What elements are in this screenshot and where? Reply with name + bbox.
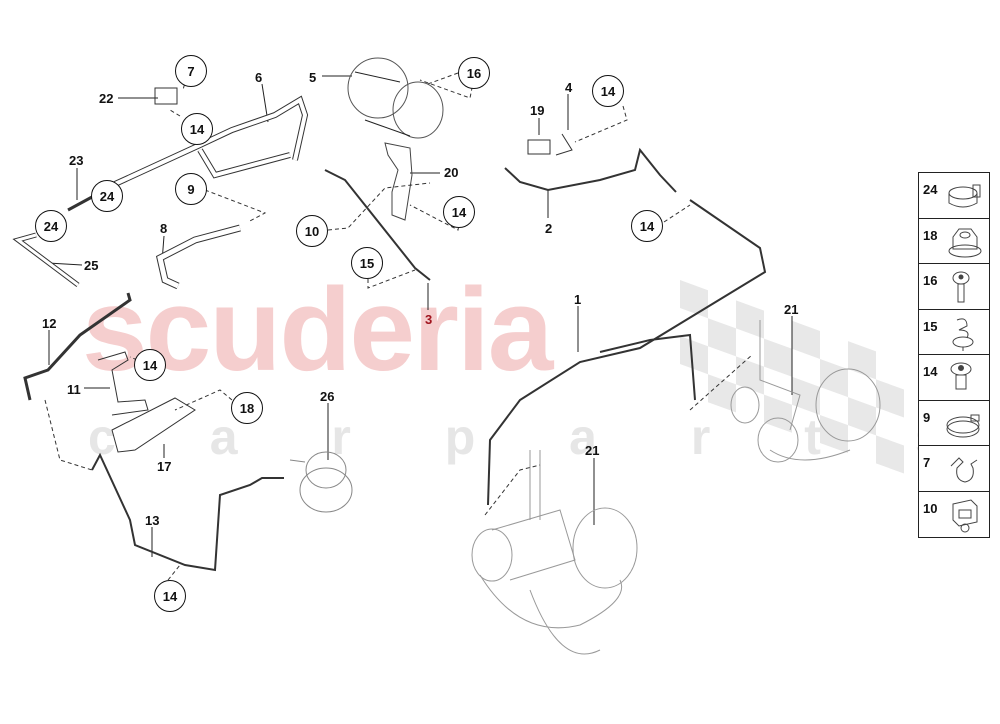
callout-18[interactable]: 18 xyxy=(231,392,263,424)
legend-number: 18 xyxy=(923,227,938,243)
callout-24[interactable]: 24 xyxy=(35,210,67,242)
label-part-6[interactable]: 6 xyxy=(255,70,263,85)
flange-nut-icon xyxy=(948,228,982,257)
push-clip-icon xyxy=(952,498,978,532)
legend-number: 9 xyxy=(923,409,931,425)
label-part-3-highlighted[interactable]: 3 xyxy=(425,312,433,327)
torx-screw-icon xyxy=(950,362,972,390)
label-part-8[interactable]: 8 xyxy=(160,221,168,236)
label-part-11[interactable]: 11 xyxy=(67,382,81,397)
legend-row-14[interactable]: 14 xyxy=(919,355,989,401)
legend-row-24[interactable]: 24 xyxy=(919,173,989,219)
callout-14[interactable]: 14 xyxy=(154,580,186,612)
label-part-5[interactable]: 5 xyxy=(309,70,317,85)
callout-14[interactable]: 14 xyxy=(134,349,166,381)
legend-number: 24 xyxy=(923,182,938,197)
callout-14[interactable]: 14 xyxy=(443,196,475,228)
label-part-21[interactable]: 21 xyxy=(585,443,600,458)
label-part-21[interactable]: 21 xyxy=(784,302,799,317)
label-part-20[interactable]: 20 xyxy=(444,165,459,180)
legend-row-18[interactable]: 18 xyxy=(919,219,989,264)
legend-number: 16 xyxy=(923,273,938,288)
band-clamp-icon xyxy=(946,414,980,437)
label-part-17[interactable]: 17 xyxy=(157,459,172,474)
legend-row-7[interactable]: 7 xyxy=(919,446,989,492)
label-part-1[interactable]: 1 xyxy=(574,292,582,307)
legend-row-16[interactable]: 16 xyxy=(919,264,989,310)
label-part-4[interactable]: 4 xyxy=(565,80,573,95)
legend-row-15[interactable]: 15 xyxy=(919,310,989,355)
legend-row-10[interactable]: 10 xyxy=(919,492,989,538)
legend-number: 10 xyxy=(923,500,938,516)
label-part-19[interactable]: 19 xyxy=(530,103,545,118)
callout-14[interactable]: 14 xyxy=(592,75,624,107)
callout-15[interactable]: 15 xyxy=(351,247,383,279)
watermark-carparts: c a r p a r t s xyxy=(88,409,983,465)
label-part-13[interactable]: 13 xyxy=(145,513,160,528)
callout-14[interactable]: 14 xyxy=(631,210,663,242)
label-part-25[interactable]: 25 xyxy=(84,258,99,273)
legend-number: 14 xyxy=(923,364,938,379)
callout-24[interactable]: 24 xyxy=(91,180,123,212)
spring-clip-icon xyxy=(950,457,978,483)
callout-9[interactable]: 9 xyxy=(175,173,207,205)
hose-clamp-with-tab-icon xyxy=(948,184,981,208)
label-part-2[interactable]: 2 xyxy=(545,221,553,236)
callout-16[interactable]: 16 xyxy=(458,57,490,89)
fastener-legend: 24 18 16 15 14 9 7 10 xyxy=(918,172,990,538)
legend-number: 15 xyxy=(923,318,938,334)
callout-10[interactable]: 10 xyxy=(296,215,328,247)
label-part-12[interactable]: 12 xyxy=(42,316,57,331)
checkered-flag-watermark xyxy=(680,280,904,474)
label-part-23[interactable]: 23 xyxy=(69,153,84,168)
legend-number: 7 xyxy=(923,455,931,470)
label-part-26[interactable]: 26 xyxy=(320,389,335,404)
cable-clip-icon xyxy=(952,317,974,351)
legend-row-9[interactable]: 9 xyxy=(919,401,989,446)
callout-7[interactable]: 7 xyxy=(175,55,207,87)
callout-14[interactable]: 14 xyxy=(181,113,213,145)
label-part-22[interactable]: 22 xyxy=(99,91,114,106)
flange-bolt-icon xyxy=(952,271,970,303)
